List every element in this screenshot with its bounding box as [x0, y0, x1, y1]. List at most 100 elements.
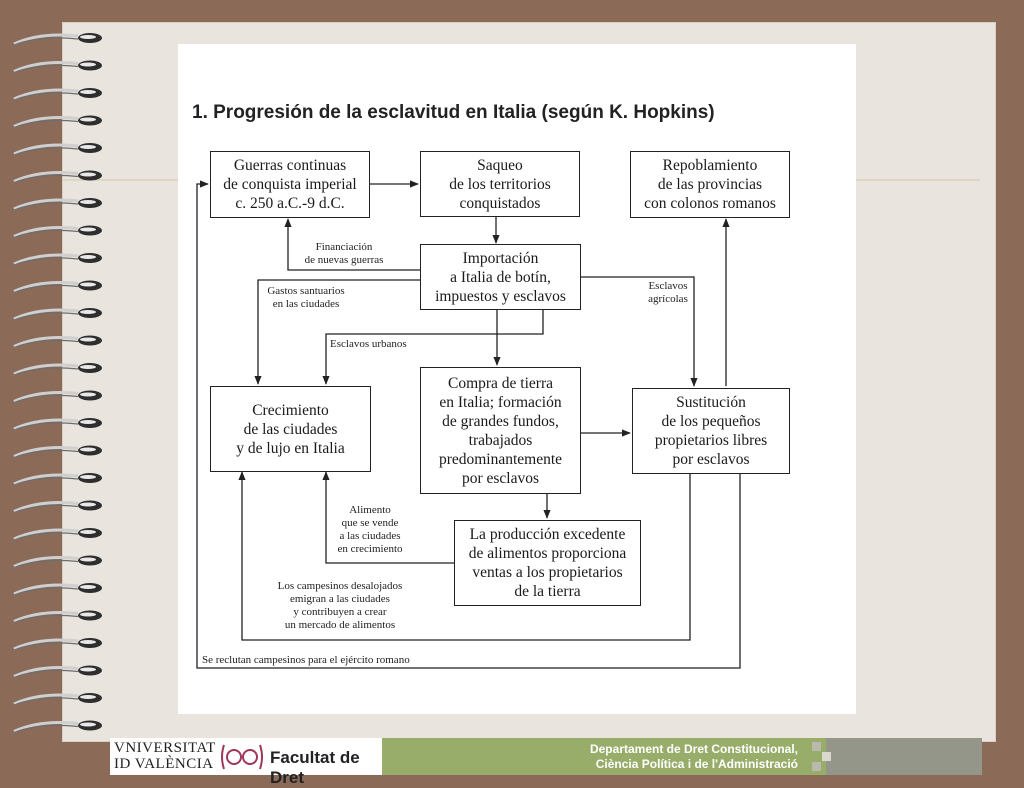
spiral-highlight	[80, 420, 96, 424]
spiral-ring-shadow	[13, 119, 79, 129]
footer-square	[822, 752, 831, 761]
arrow-reclutan	[196, 180, 741, 669]
spiral-highlight	[80, 557, 96, 562]
label-reclutan: Se reclutan campesinos para el ejército …	[202, 654, 410, 666]
university-seal-icon	[221, 744, 263, 770]
spiral-highlight	[80, 722, 96, 727]
spiral-ring	[13, 501, 79, 513]
arrow-financiacion	[284, 218, 420, 271]
spiral-ring-shadow	[13, 614, 79, 624]
box-importacion: Importación a Italia de botín, impuestos…	[420, 244, 581, 310]
department-line1: Departament de Dret Constitucional,	[589, 742, 798, 756]
spiral-ring	[13, 693, 79, 706]
spiral-highlight	[80, 695, 96, 699]
spiral-ring-shadow	[13, 724, 79, 734]
spiral-rings	[13, 33, 102, 734]
spiral-highlight	[80, 530, 96, 534]
label-esclavos-agricolas: Esclavos agrícolas	[648, 280, 688, 305]
spiral-highlight	[80, 310, 96, 314]
spiral-ring	[13, 61, 79, 73]
spiral-highlight	[80, 145, 96, 149]
spiral-highlight	[80, 200, 96, 204]
footer-logo-area: VNIVERSITAT ID VALÈNCIA Facultat de Dret	[110, 738, 382, 787]
spiral-highlight	[80, 640, 96, 644]
university-name-line1: VNIVERSITAT	[114, 740, 216, 756]
box-guerras: Guerras continuas de conquista imperial …	[210, 151, 370, 218]
department-line2: Ciència Política i de l'Administració	[595, 757, 798, 771]
spiral-ring	[13, 116, 79, 128]
spiral-ring	[13, 88, 79, 101]
box-repoblamiento: Repoblamiento de las provincias con colo…	[630, 151, 790, 218]
arrow-campesinos	[238, 471, 691, 641]
spiral-ring-shadow	[13, 504, 79, 514]
box-produccion: La producción excedente de alimentos pro…	[454, 520, 641, 606]
spiral-ring	[13, 638, 79, 651]
spiral-ring-shadow	[13, 669, 79, 679]
spiral-ring	[13, 253, 79, 266]
label-gastos: Gastos santuarios en las ciudades	[267, 285, 345, 310]
spiral-highlight	[80, 90, 96, 94]
spiral-ring	[13, 391, 79, 403]
faculty-name: Facultat de Dret	[270, 748, 360, 787]
spiral-ring	[13, 556, 79, 568]
footer-gray-band	[812, 738, 982, 775]
spiral-ring	[13, 336, 79, 348]
spiral-ring	[13, 666, 79, 678]
box-saqueo: Saqueo de los territorios conquistados	[420, 151, 580, 217]
spiral-highlight	[80, 612, 96, 617]
footer-green-band: Departament de Dret Constitucional, Cièn…	[382, 738, 826, 775]
spiral-ring-shadow	[13, 367, 79, 376]
spiral-ring	[13, 583, 79, 596]
spiral-highlight	[80, 227, 96, 232]
spiral-ring-shadow	[13, 587, 79, 596]
spiral-ring-shadow	[13, 559, 79, 569]
spiral-ring-shadow	[13, 422, 79, 431]
spiral-highlight	[80, 337, 96, 342]
footer-square	[812, 762, 821, 771]
spiral-ring	[13, 446, 79, 458]
spiral-highlight	[80, 502, 96, 507]
spiral-ring	[13, 363, 79, 376]
box-sustitucion: Sustitución de los pequeños propietarios…	[632, 388, 790, 474]
label-campesinos: Los campesinos desalojados emigran a las…	[277, 580, 403, 631]
spiral-ring-shadow	[13, 394, 79, 404]
spiral-ring-shadow	[13, 174, 79, 184]
spiral-highlight	[80, 282, 96, 287]
spiral-highlight	[80, 392, 96, 397]
label-financiacion: Financiación de nuevas guerras	[304, 241, 384, 266]
spiral-ring	[13, 33, 79, 46]
spiral-ring-shadow	[13, 312, 79, 321]
spiral-ring	[13, 198, 79, 211]
arrow-gastos	[254, 279, 420, 385]
spiral-highlight	[80, 117, 96, 122]
footer-square	[812, 742, 821, 751]
spiral-highlight	[80, 62, 96, 67]
arrow-esclavos-urbanos	[322, 310, 544, 385]
spiral-ring-shadow	[13, 64, 79, 74]
spiral-ring	[13, 143, 79, 156]
spiral-ring-shadow	[13, 642, 79, 651]
arrow-esclavos-agricolas	[581, 276, 698, 387]
spiral-ring	[13, 473, 79, 486]
spiral-ring	[13, 721, 79, 733]
spiral-ring-shadow	[13, 257, 79, 266]
spiral-ring-shadow	[13, 229, 79, 239]
spiral-ring	[13, 226, 79, 238]
spiral-ring	[13, 281, 79, 293]
spiral-ring	[13, 418, 79, 431]
spiral-highlight	[80, 35, 96, 39]
spiral-ring-shadow	[13, 697, 79, 706]
spiral-highlight	[80, 585, 96, 589]
spiral-ring	[13, 308, 79, 321]
box-compra: Compra de tierra en Italia; formación de…	[420, 367, 581, 494]
spiral-highlight	[80, 172, 96, 177]
spiral-ring-shadow	[13, 92, 79, 101]
spiral-highlight	[80, 447, 96, 452]
spiral-ring-shadow	[13, 532, 79, 541]
spiral-highlight	[80, 667, 96, 672]
arrow-alimento	[322, 471, 454, 564]
footer-bar: VNIVERSITAT ID VALÈNCIA Facultat de Dret…	[110, 738, 982, 787]
box-crecimiento: Crecimiento de las ciudades y de lujo en…	[210, 386, 371, 472]
university-name-line2: ID VALÈNCIA	[114, 756, 214, 772]
